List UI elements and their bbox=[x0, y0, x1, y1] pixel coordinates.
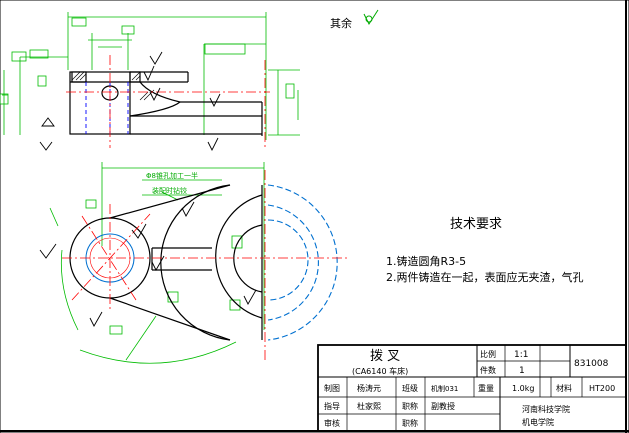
requirement-item-2: 2.两件铸造在一起，表面应无夹渣，气孔 bbox=[386, 270, 584, 284]
front-hatching bbox=[71, 71, 155, 101]
top-center-lines bbox=[62, 170, 350, 360]
hole-note-line-2: 装配时钻铰 bbox=[152, 186, 187, 195]
front-hidden-lines bbox=[85, 82, 129, 134]
material-value: HT200 bbox=[589, 384, 615, 393]
scale-value: 1:1 bbox=[514, 350, 528, 360]
roughness-label: 其余 bbox=[330, 16, 352, 30]
title-value-1: 副教授 bbox=[431, 401, 455, 411]
material-label: 材料 bbox=[556, 383, 572, 393]
title-label-2: 职称 bbox=[402, 418, 418, 428]
class-value: 机制031 bbox=[431, 384, 458, 393]
part-name: 拨 叉 bbox=[370, 349, 400, 364]
front-view bbox=[0, 12, 300, 152]
hole-note-line-1: Φ8锥孔加工一半 bbox=[146, 171, 198, 180]
requirements-heading: 技术要求 bbox=[450, 217, 502, 232]
top-dimensions bbox=[49, 162, 265, 364]
college-name: 机电学院 bbox=[522, 417, 554, 427]
front-center-lines bbox=[66, 55, 270, 150]
scale-label: 比例 bbox=[480, 349, 496, 359]
top-roughness-marks bbox=[39, 201, 257, 327]
review-label: 审核 bbox=[324, 418, 340, 428]
part-subtitle: (CA6140 车床) bbox=[352, 366, 408, 376]
roughness-note: 其余 bbox=[330, 9, 379, 30]
school-name: 河南科技学院 bbox=[522, 404, 570, 414]
draftsman-label: 制图 bbox=[324, 383, 340, 393]
drawing-number: 831008 bbox=[574, 359, 609, 369]
technical-requirements: 技术要求 1.铸造圆角R3-5 2.两件铸造在一起，表面应无夹渣，气孔 bbox=[386, 217, 584, 284]
advisor-label: 指导 bbox=[324, 401, 340, 411]
front-roughness-marks bbox=[39, 51, 221, 152]
quantity-value: 1 bbox=[519, 366, 525, 376]
front-dimensions bbox=[0, 12, 300, 140]
roughness-symbol-icon bbox=[363, 9, 379, 26]
class-label: 班级 bbox=[402, 383, 418, 393]
weight-value: 1.0kg bbox=[512, 384, 534, 393]
quantity-label: 件数 bbox=[480, 365, 496, 375]
draftsman-name: 杨涛元 bbox=[357, 383, 381, 393]
top-view bbox=[39, 162, 350, 364]
weight-label: 重量 bbox=[478, 383, 494, 393]
requirement-item-1: 1.铸造圆角R3-5 bbox=[386, 254, 466, 268]
advisor-name: 杜家熙 bbox=[357, 401, 381, 411]
title-block: 拨 叉 (CA6140 车床) 比例 1:1 件数 1 831008 制图 杨涛… bbox=[317, 344, 627, 432]
title-label-1: 职称 bbox=[402, 401, 418, 411]
hole-machining-note: Φ8锥孔加工一半 装配时钻铰 bbox=[146, 171, 198, 195]
section-arcs bbox=[267, 184, 338, 341]
